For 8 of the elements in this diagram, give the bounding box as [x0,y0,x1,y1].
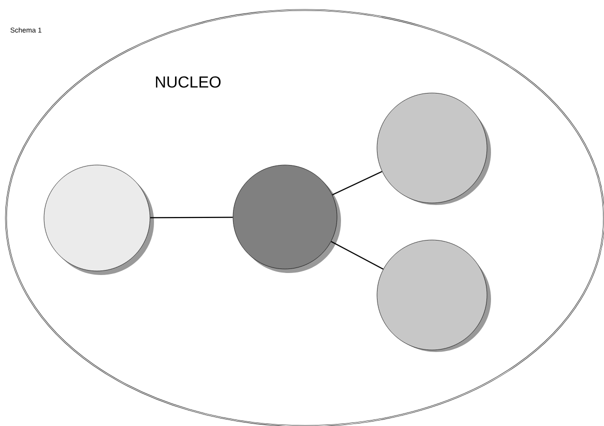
connector-line [332,170,382,196]
heading: NUCLEO [156,76,221,88]
connector-line [330,240,384,270]
circle [376,92,491,205]
circle [232,164,341,273]
connector-line [150,216,233,218]
circle [44,164,154,275]
circle [376,240,491,352]
